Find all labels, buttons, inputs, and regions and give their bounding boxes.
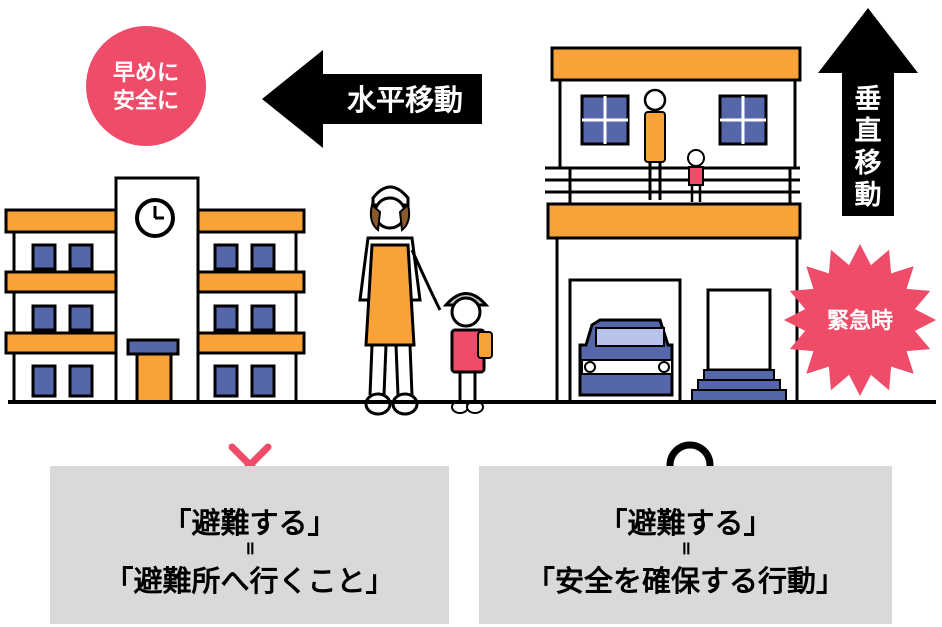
emergency-label: 緊急時 xyxy=(827,308,893,334)
vertical-char-2: 直 xyxy=(855,116,882,147)
caption-box-left: 「避難する」 ॥ 「避難所へ行くこと」 xyxy=(50,466,449,624)
balcony-people xyxy=(643,88,705,202)
horizontal-label: 水平移動 xyxy=(347,83,463,117)
vertical-arrow: 垂 直 移 動 xyxy=(818,8,918,216)
car-icon xyxy=(578,318,674,397)
caption-right-equals: ॥ xyxy=(680,538,691,559)
vertical-char-1: 垂 xyxy=(855,84,882,115)
caption-right-line2: 「安全を確保する行動」 xyxy=(525,564,845,598)
clock-icon xyxy=(135,198,175,238)
caption-left-line2: 「避難所へ行くこと」 xyxy=(104,564,395,598)
emergency-badge: 緊急時 xyxy=(784,244,936,396)
caption-left-line1: 「避難する」 xyxy=(162,506,337,540)
caption-left-equals: ॥ xyxy=(244,538,255,559)
house xyxy=(545,46,802,404)
caption-box-right: 「避難する」 ॥ 「安全を確保する行動」 xyxy=(479,466,892,624)
vertical-char-3: 移 xyxy=(855,148,882,179)
early-line1: 早めに xyxy=(113,61,179,86)
early-line2: 安全に xyxy=(113,88,179,114)
horizontal-arrow: 水平移動 xyxy=(262,50,482,148)
early-safety-badge: 早めに 安全に xyxy=(86,26,206,146)
caption-right-line1: 「避難する」 xyxy=(598,506,773,540)
school-building xyxy=(4,176,306,404)
mother-and-child xyxy=(358,185,493,416)
vertical-char-4: 動 xyxy=(855,180,882,211)
